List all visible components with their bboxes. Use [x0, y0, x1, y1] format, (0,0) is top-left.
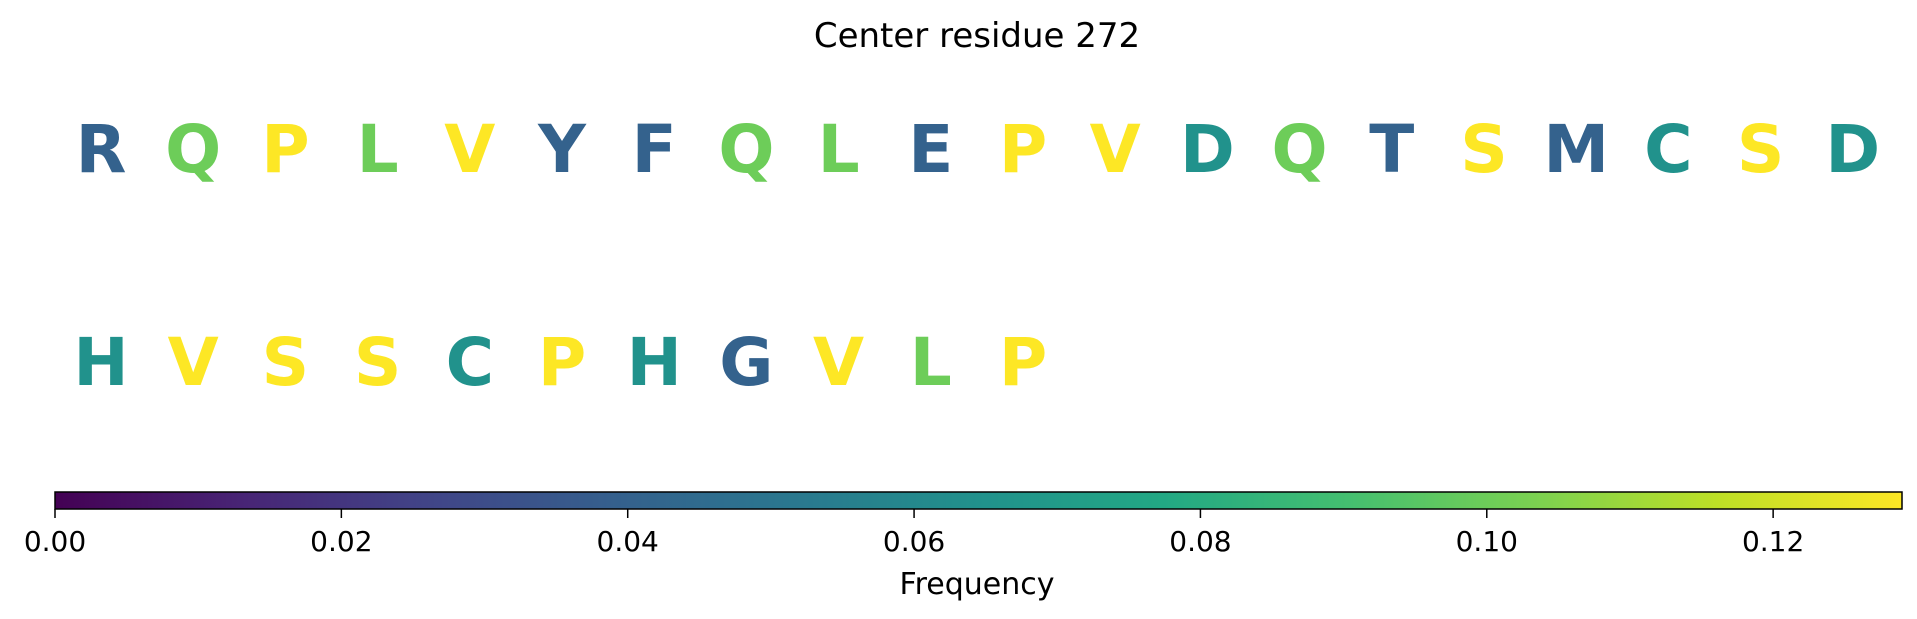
residue-letter: E	[908, 111, 953, 188]
colorbar-tick-label: 0.00	[24, 525, 86, 558]
residue-letter: H	[73, 324, 128, 401]
colorbar-tick-label: 0.12	[1742, 525, 1804, 558]
residue-letter: R	[76, 111, 127, 188]
residue-letter: F	[632, 111, 677, 188]
colorbar-label: Frequency	[900, 567, 1055, 602]
residue-letter: V	[813, 324, 864, 401]
residue-letter: T	[1369, 111, 1414, 188]
residue-letter: D	[1180, 111, 1235, 188]
residue-letter: S	[1460, 111, 1508, 188]
colorbar-gradient	[54, 491, 1903, 510]
residue-letter: H	[627, 324, 682, 401]
residue-letter: S	[354, 324, 402, 401]
residue-letter: P	[538, 324, 586, 401]
residue-letter: L	[910, 324, 952, 401]
residue-letter: S	[262, 324, 310, 401]
residue-letter: V	[444, 111, 495, 188]
residue-letter: C	[1644, 111, 1692, 188]
residue-letter: C	[446, 324, 494, 401]
colorbar-ticks: 0.00 0.02 0.04 0.06 0.08 0.10 0.12	[24, 509, 1804, 558]
residue-letter: P	[261, 111, 309, 188]
residue-letter: V	[1090, 111, 1141, 188]
residue-letter: Y	[537, 111, 587, 188]
residue-letter: Q	[1272, 111, 1328, 188]
residue-letter: L	[818, 111, 860, 188]
colorbar-tick-label: 0.04	[597, 525, 659, 558]
residue-letter: P	[999, 111, 1047, 188]
residue-letter: L	[357, 111, 399, 188]
residue-letter: S	[1737, 111, 1785, 188]
residue-letter: M	[1543, 111, 1609, 188]
residue-letter: P	[999, 324, 1047, 401]
residue-letter: V	[168, 324, 219, 401]
colorbar-tick-label: 0.08	[1169, 525, 1231, 558]
residue-letter: Q	[718, 111, 774, 188]
colorbar-tick-label: 0.02	[310, 525, 372, 558]
colorbar-tick-label: 0.10	[1456, 525, 1518, 558]
residue-letter: G	[719, 324, 773, 401]
chart-title: Center residue 272	[814, 16, 1140, 56]
residue-letter: D	[1825, 111, 1880, 188]
colorbar-tick-label: 0.06	[883, 525, 945, 558]
residue-letter: Q	[165, 111, 221, 188]
colorbar: 0.00 0.02 0.04 0.06 0.08 0.10 0.12 Frequency	[24, 491, 1903, 602]
